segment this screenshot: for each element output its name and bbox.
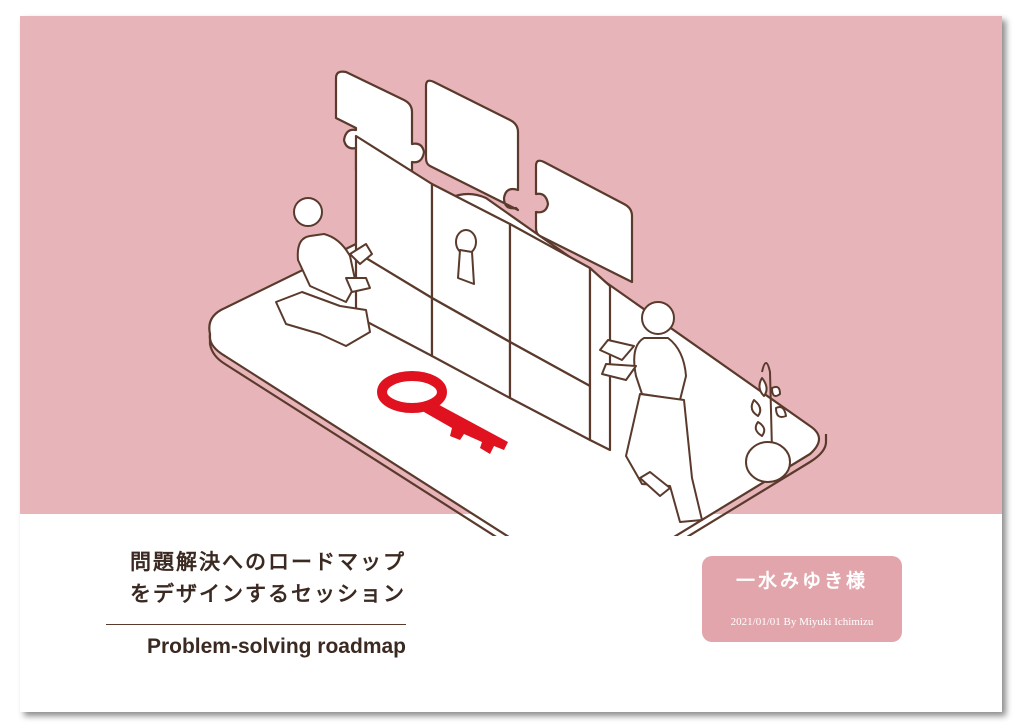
person-kneeling-icon xyxy=(275,197,373,347)
title-divider xyxy=(106,624,406,625)
title-japanese-line2: をデザインするセッション xyxy=(130,582,406,606)
potted-plant-icon xyxy=(745,362,791,483)
cover-sheet: 問題解決へのロードマップ をデザインするセッション Problem-solvin… xyxy=(20,16,1002,712)
title-english: Problem-solving roadmap xyxy=(146,635,406,658)
puzzle-illustration xyxy=(208,70,828,536)
date-author: 2021/01/01 By Miyuki Ichimizu xyxy=(730,616,874,628)
title-block: 問題解決へのロードマップ をデザインするセッション Problem-solvin… xyxy=(106,546,406,659)
recipient-name: 一水みゆき様 xyxy=(735,570,868,592)
person-standing-icon xyxy=(599,301,703,523)
key-icon xyxy=(377,371,508,454)
title-japanese-line1: 問題解決へのロードマップ xyxy=(130,550,406,574)
recipient-badge: 一水みゆき様 2021/01/01 By Miyuki Ichimizu xyxy=(702,556,902,642)
keyhole-icon xyxy=(455,229,477,285)
